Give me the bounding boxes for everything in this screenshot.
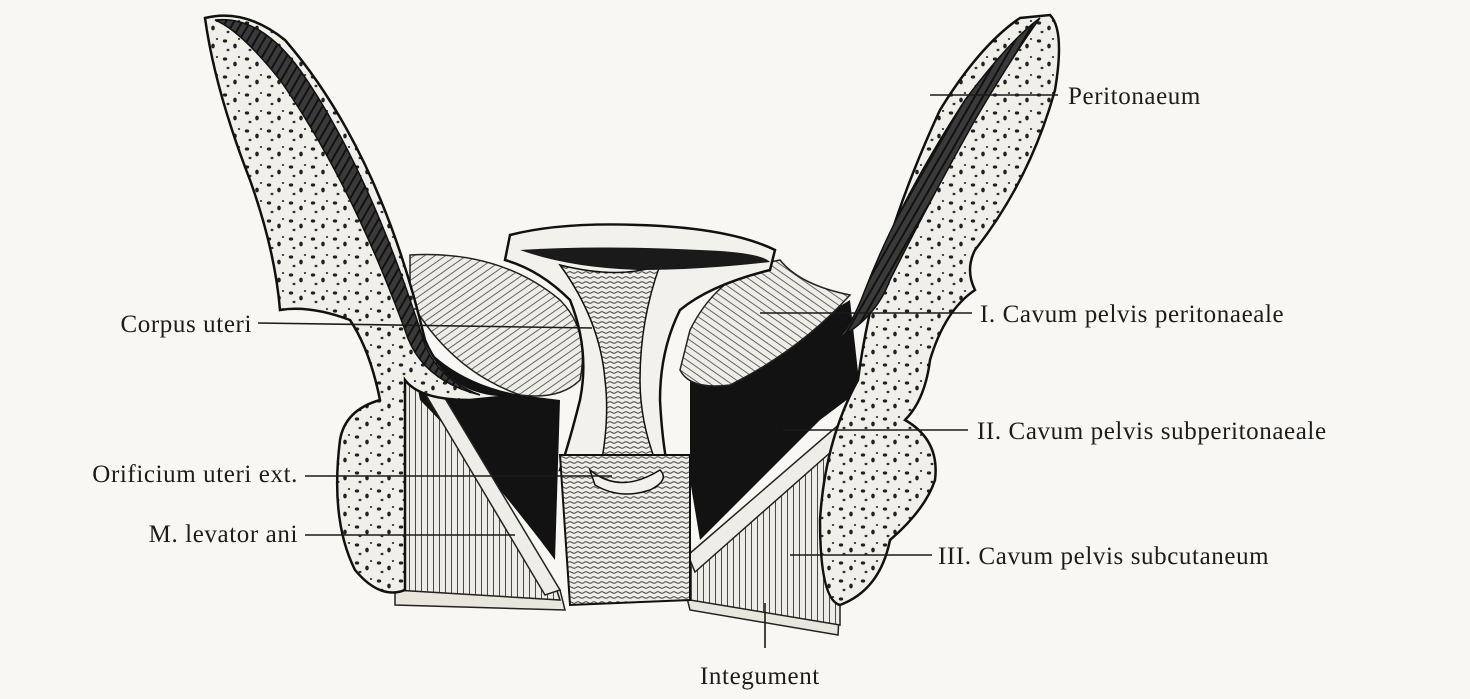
label-cavum-peritonaeale: I. Cavum pelvis peritonaeale — [980, 302, 1284, 327]
label-peritonaeum: Peritonaeum — [1068, 84, 1201, 109]
label-orificium-uteri: Orificium uteri ext. — [0, 462, 298, 487]
label-corpus-uteri: Corpus uteri — [60, 312, 252, 337]
label-cavum-subcutaneum: III. Cavum pelvis subcutaneum — [938, 544, 1269, 569]
label-integument: Integument — [700, 664, 820, 689]
vaginal-canal — [560, 455, 690, 605]
label-levator-ani: M. levator ani — [60, 522, 298, 547]
label-cavum-subperitonaeale: II. Cavum pelvis subperitonaeale — [977, 419, 1327, 444]
